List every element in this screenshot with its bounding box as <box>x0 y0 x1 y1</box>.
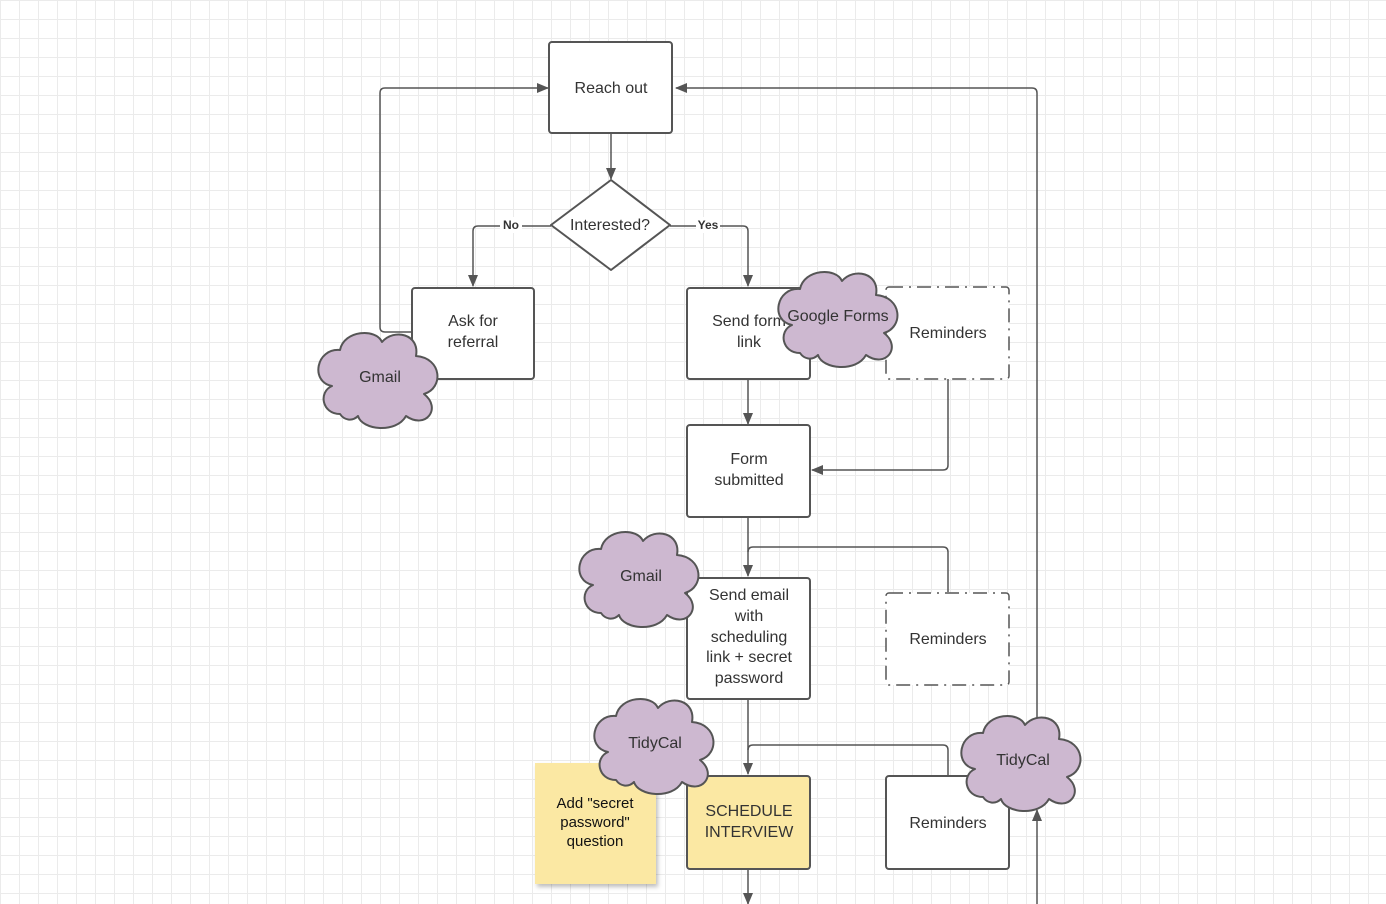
cloud-google-forms[interactable]: Google Forms <box>777 270 899 369</box>
edge-label-yes: Yes <box>698 218 719 232</box>
edges <box>379 83 1042 904</box>
cloud-tidycal-1[interactable]: TidyCal <box>593 697 715 796</box>
cloud-gmail-2-label: Gmail <box>620 568 662 585</box>
cloud-icon <box>777 270 899 369</box>
node-reminders-1[interactable]: Reminders <box>885 286 1010 380</box>
edge-label-no: No <box>503 218 519 232</box>
node-schedule-interview-line-2: INTERVIEW <box>705 824 795 841</box>
node-send-email-line-5: password <box>715 670 783 687</box>
node-reach-out[interactable]: Reach out <box>548 41 673 134</box>
node-ask-referral-line-1: Ask for <box>448 313 498 330</box>
node-reminders-1-label: Reminders <box>909 325 986 342</box>
node-send-email-line-4: link + secret <box>706 649 792 666</box>
edge-reminders3-to-schedule <box>747 744 949 776</box>
edge-reminders2-to-sendemail <box>747 546 949 592</box>
edge-referral-to-reachout <box>379 83 549 333</box>
node-reach-out-label: Reach out <box>575 80 648 97</box>
cloud-icon <box>578 530 700 629</box>
node-reminders-2-label: Reminders <box>909 631 986 648</box>
node-reminders-3-label: Reminders <box>909 815 986 832</box>
cloud-gmail-1-label: Gmail <box>359 369 401 386</box>
cloud-icon <box>960 714 1082 813</box>
node-send-email-line-3: scheduling <box>711 629 788 646</box>
node-form-submitted-line-2: submitted <box>714 472 783 489</box>
node-send-email[interactable]: Send email with scheduling link + secret… <box>686 577 811 700</box>
node-reminders-2[interactable]: Reminders <box>885 592 1010 686</box>
node-interested-label: Interested? <box>570 217 650 234</box>
node-send-form-link-line-1: Send form <box>712 313 786 330</box>
node-form-submitted-line-1: Form <box>730 451 767 468</box>
node-schedule-interview[interactable]: SCHEDULE INTERVIEW <box>686 775 811 870</box>
cloud-google-forms-label: Google Forms <box>787 308 888 325</box>
node-interested-decision[interactable]: Interested? <box>550 179 671 271</box>
node-ask-referral[interactable]: Ask for referral <box>411 287 535 380</box>
cloud-icon <box>317 331 439 430</box>
edge-right-loop-to-reachout <box>675 83 1038 720</box>
sticky-note-line-1: Add "secret <box>556 795 634 812</box>
node-send-form-link-line-2: link <box>737 334 762 351</box>
edge-labels: No Yes <box>500 217 720 233</box>
node-schedule-interview-line-1: SCHEDULE <box>705 803 792 820</box>
cloud-tidycal-2-label: TidyCal <box>996 752 1050 769</box>
sticky-note-line-2: password" <box>560 814 630 831</box>
cloud-icon <box>593 697 715 796</box>
node-reminders-3[interactable]: Reminders <box>885 775 1010 870</box>
node-send-email-line-2: with <box>734 608 763 625</box>
node-send-email-line-1: Send email <box>709 587 789 604</box>
edge-no-to-referral <box>468 225 551 287</box>
cloud-tidycal-2[interactable]: TidyCal <box>960 714 1082 813</box>
sticky-note-line-3: question <box>567 833 624 850</box>
cloud-gmail-2[interactable]: Gmail <box>578 530 700 629</box>
node-form-submitted[interactable]: Form submitted <box>686 424 811 518</box>
node-ask-referral-line-2: referral <box>448 334 499 351</box>
edge-reminders1-to-formsubmitted <box>811 379 949 475</box>
edge-yes-to-send-form <box>670 225 753 287</box>
cloud-tidycal-1-label: TidyCal <box>628 735 682 752</box>
cloud-gmail-1[interactable]: Gmail <box>317 331 439 430</box>
